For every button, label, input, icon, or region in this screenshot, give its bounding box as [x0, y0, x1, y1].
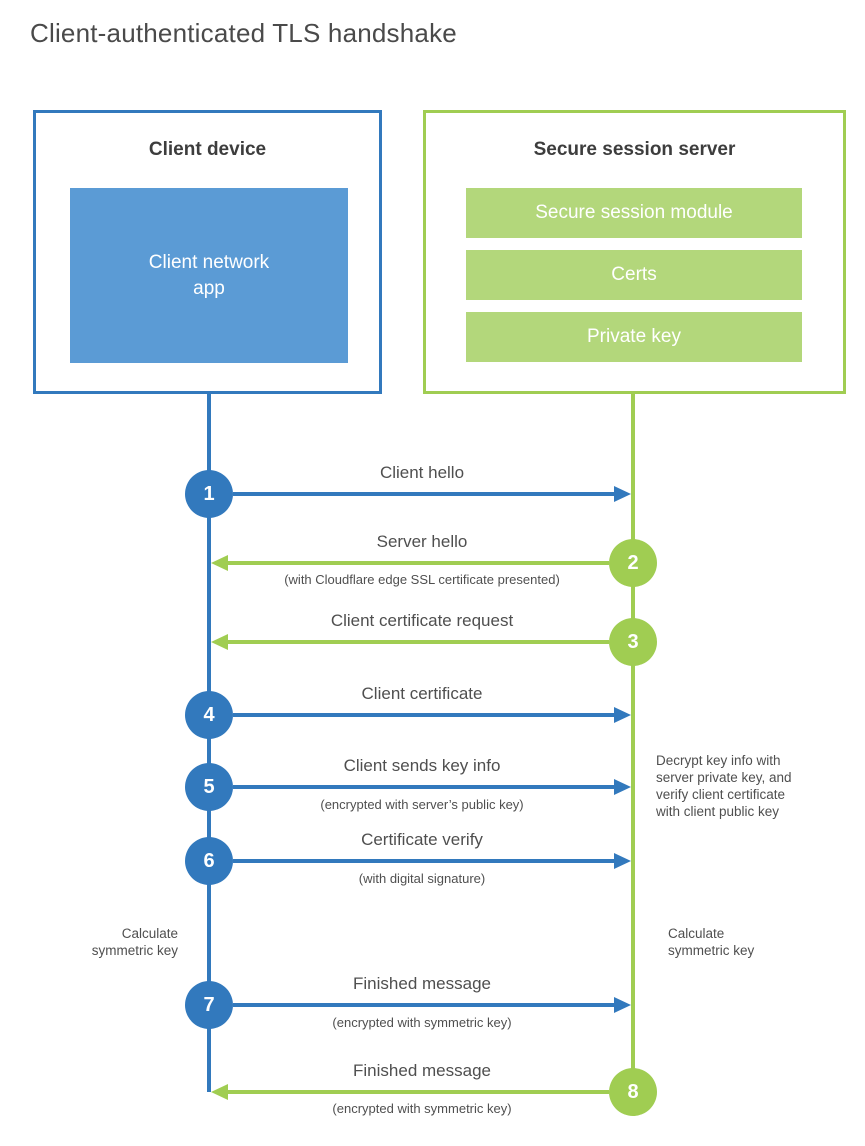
step-number: 6 [203, 849, 215, 872]
step-7-sublabel: (encrypted with symmetric key) [332, 1015, 512, 1030]
step-8-arrow-line [227, 1090, 609, 1094]
step-5-circle: 5 [185, 763, 233, 811]
module-label: Secure session module [535, 202, 733, 223]
secure-session-server-title: Secure session server [533, 139, 736, 160]
step-5-arrow-line [233, 785, 615, 789]
arrow-left-icon [211, 634, 228, 650]
arrow-right-icon [614, 853, 631, 869]
step-2-circle: 2 [609, 539, 657, 587]
module-label: Certs [611, 264, 657, 285]
step-6-sublabel: (with digital signature) [358, 871, 486, 886]
step-number: 2 [627, 551, 639, 574]
client-network-app-box: Client network app [70, 188, 348, 363]
client-lifeline [207, 392, 211, 1092]
calculate-symmetric-key-left: Calculate symmetric key [91, 926, 178, 958]
client-device-title: Client device [148, 139, 267, 160]
arrow-right-icon [614, 997, 631, 1013]
server-lifeline [631, 392, 635, 1092]
step-4-label: Client certificate [361, 684, 483, 703]
step-7-label: Finished message [353, 974, 491, 993]
calculate-symmetric-key-right: Calculate symmetric key [668, 926, 755, 958]
step-4-circle: 4 [185, 691, 233, 739]
step-7-arrow-line [233, 1003, 615, 1007]
step-number: 3 [627, 630, 639, 653]
step-6-circle: 6 [185, 837, 233, 885]
arrow-left-icon [211, 555, 228, 571]
step-8-label: Finished message [353, 1061, 491, 1080]
module-bar-certs: Certs [466, 250, 802, 300]
arrow-right-icon [614, 707, 631, 723]
arrow-right-icon [614, 779, 631, 795]
step-7-circle: 7 [185, 981, 233, 1029]
step-number: 5 [203, 775, 215, 798]
arrow-left-icon [211, 1084, 228, 1100]
step-3-arrow-line [227, 640, 609, 644]
step-5-sublabel: (encrypted with server’s public key) [320, 797, 524, 812]
page-title: Client-authenticated TLS handshake [30, 18, 457, 48]
step-2-sublabel: (with Cloudflare edge SSL certificate pr… [284, 572, 560, 587]
step-6-label: Certificate verify [361, 830, 483, 849]
arrow-right-icon [614, 486, 631, 502]
module-bar-private-key: Private key [466, 312, 802, 362]
step-number: 1 [203, 482, 215, 505]
step-1-label: Client hello [379, 463, 465, 482]
step-number: 8 [627, 1080, 639, 1103]
step-1-circle: 1 [185, 470, 233, 518]
step-2-arrow-line [227, 561, 609, 565]
step-2-label: Server hello [376, 532, 468, 551]
step-number: 7 [203, 993, 215, 1016]
step-3-label: Client certificate request [330, 611, 514, 630]
module-bar-secure-session-module: Secure session module [466, 188, 802, 238]
decrypt-key-info-note: Decrypt key info with server private key… [656, 753, 792, 819]
step-number: 4 [203, 703, 215, 726]
step-4-arrow-line [233, 713, 615, 717]
step-8-sublabel: (encrypted with symmetric key) [332, 1101, 512, 1116]
step-3-circle: 3 [609, 618, 657, 666]
step-1-arrow-line [233, 492, 615, 496]
module-label: Private key [587, 326, 681, 347]
step-8-circle: 8 [609, 1068, 657, 1116]
step-5-label: Client sends key info [343, 756, 501, 775]
client-network-app-label: Client network app [148, 251, 270, 299]
step-6-arrow-line [233, 859, 615, 863]
